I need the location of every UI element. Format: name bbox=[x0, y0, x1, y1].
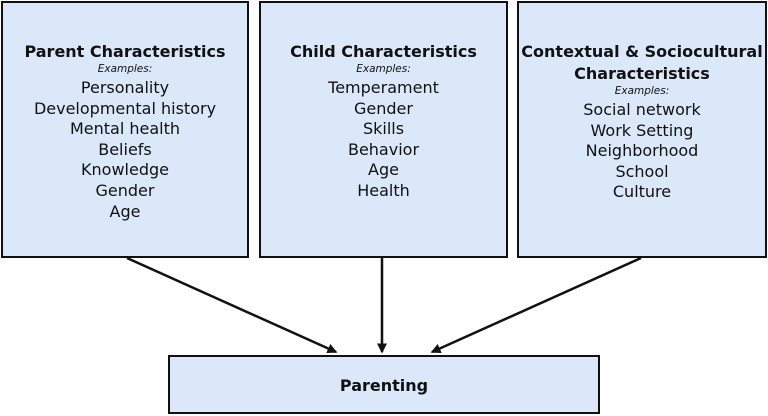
arrow-parent-to-parenting bbox=[126, 256, 338, 354]
list-item: Skills bbox=[362, 119, 405, 139]
parent-items-list: Personality Developmental history Mental… bbox=[3, 78, 247, 222]
parent-characteristics-box: Parent Characteristics Examples: Persona… bbox=[1, 1, 249, 258]
child-items-list: Temperament Gender Skills Behavior Age H… bbox=[261, 78, 506, 202]
list-item: Culture bbox=[612, 182, 672, 202]
list-item: School bbox=[615, 161, 669, 181]
child-characteristics-box: Child Characteristics Examples: Temperam… bbox=[259, 1, 508, 258]
arrow-context-to-parenting bbox=[430, 256, 642, 354]
list-item: Age bbox=[109, 201, 141, 221]
list-item: Age bbox=[368, 160, 399, 180]
list-item: Beliefs bbox=[98, 139, 152, 159]
child-box-content: Child Characteristics Examples: Temperam… bbox=[261, 41, 506, 202]
context-box-content: Contextual & Sociocultural Characteristi… bbox=[519, 41, 765, 203]
parent-box-title: Parent Characteristics bbox=[24, 42, 226, 61]
list-item: Gender bbox=[95, 180, 155, 200]
context-box-title-line1: Contextual & Sociocultural bbox=[521, 42, 763, 61]
list-item: Knowledge bbox=[81, 160, 169, 180]
list-item: Developmental history bbox=[33, 98, 217, 118]
list-item: Personality bbox=[80, 78, 170, 97]
child-box-subtitle: Examples: bbox=[356, 63, 411, 75]
context-box-title-line2: Characteristics bbox=[574, 64, 710, 83]
parenting-label: Parenting bbox=[339, 376, 429, 395]
list-item: Behavior bbox=[347, 139, 420, 159]
list-item: Neighborhood bbox=[585, 141, 699, 161]
parent-box-content: Parent Characteristics Examples: Persona… bbox=[3, 41, 247, 222]
list-item: Work Setting bbox=[590, 120, 694, 140]
parenting-box: Parenting bbox=[168, 355, 600, 414]
list-item: Mental health bbox=[69, 119, 181, 139]
contextual-characteristics-box: Contextual & Sociocultural Characteristi… bbox=[517, 1, 767, 258]
parent-box-subtitle: Examples: bbox=[97, 63, 153, 75]
context-items-list: Social network Work Setting Neighborhood… bbox=[519, 100, 765, 203]
child-box-title: Child Characteristics bbox=[290, 42, 477, 61]
list-item: Social network bbox=[583, 100, 701, 119]
context-box-subtitle: Examples: bbox=[614, 85, 670, 97]
list-item: Health bbox=[357, 180, 410, 200]
list-item: Gender bbox=[354, 98, 413, 118]
list-item: Temperament bbox=[328, 78, 439, 97]
